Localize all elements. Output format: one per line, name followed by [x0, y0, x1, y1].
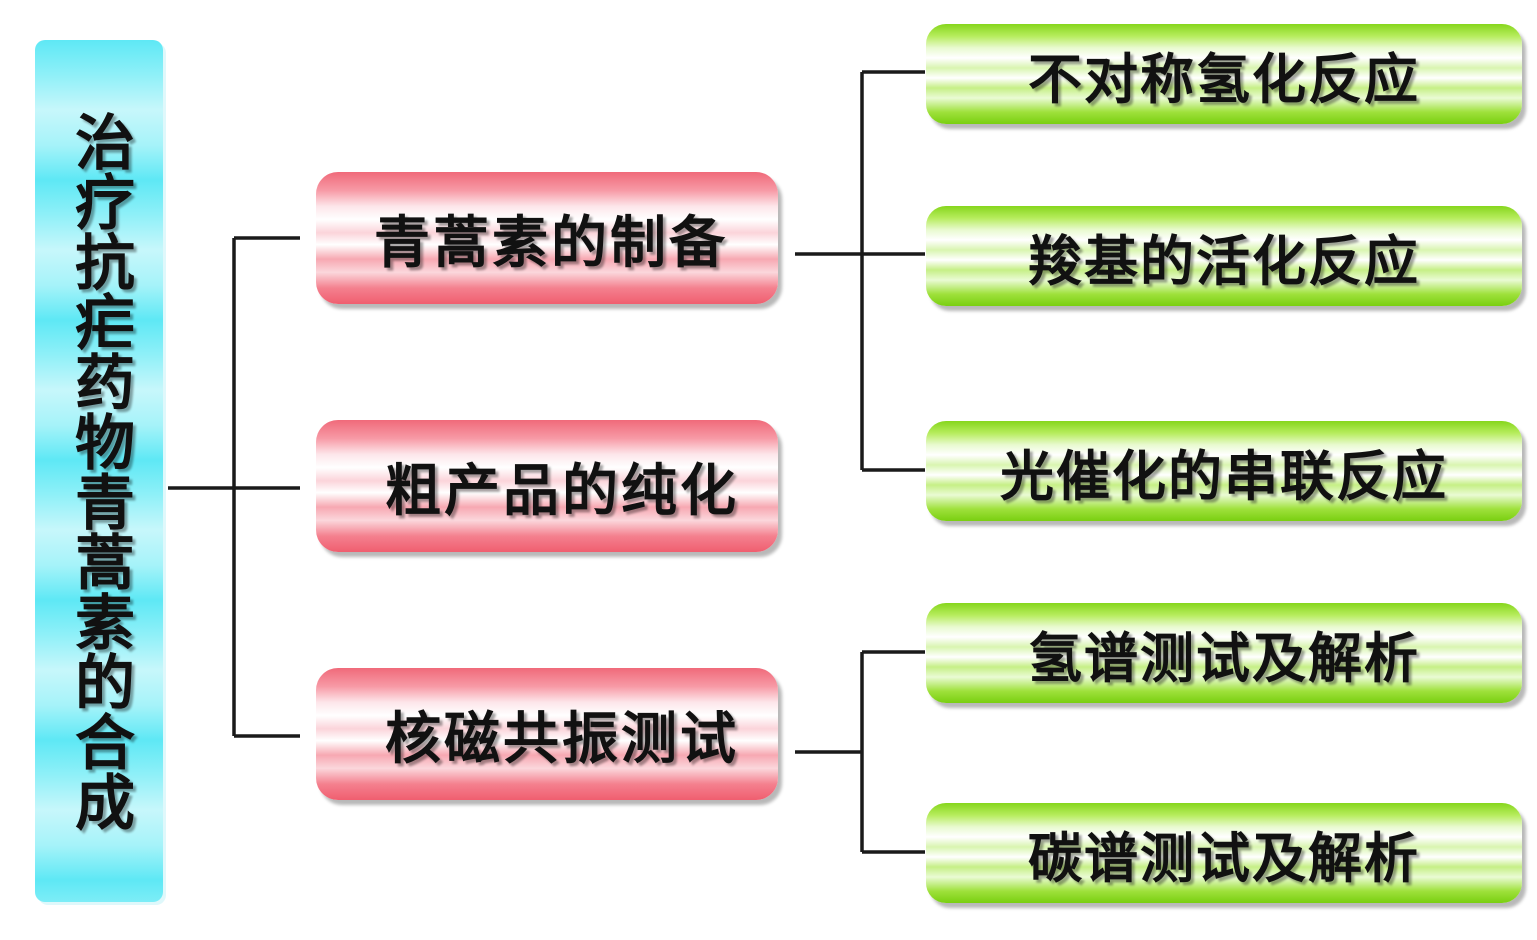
branch-node-nmr-test: 核磁共振测试 [316, 668, 778, 800]
leaf-node-asymmetric-hydrogenation: 不对称氢化反应 [926, 24, 1522, 124]
branch-node-preparation: 青蒿素的制备 [316, 172, 778, 304]
leaf-node-h-nmr-analysis: 氢谱测试及解析 [926, 603, 1522, 703]
leaf-label: 不对称氢化反应 [1028, 47, 1420, 111]
leaf-label: 碳谱测试及解析 [1028, 826, 1420, 890]
leaf-node-photocatalytic-cascade: 光催化的串联反应 [926, 421, 1522, 521]
branch-label: 粗产品的纯化 [385, 458, 739, 524]
branch-label: 核磁共振测试 [385, 706, 739, 772]
branch-node-purification: 粗产品的纯化 [316, 420, 778, 552]
leaf-node-c-nmr-analysis: 碳谱测试及解析 [926, 803, 1522, 903]
root-node: 治疗抗疟药物青蒿素的合成 [35, 40, 163, 902]
leaf-label: 氢谱测试及解析 [1028, 626, 1420, 690]
leaf-node-carboxyl-activation: 羧基的活化反应 [926, 206, 1522, 306]
root-label: 治疗抗疟药物青蒿素的合成 [64, 111, 135, 831]
branch-label: 青蒿素的制备 [374, 210, 728, 276]
leaf-label: 羧基的活化反应 [1028, 229, 1420, 293]
leaf-label: 光催化的串联反应 [1000, 444, 1448, 508]
